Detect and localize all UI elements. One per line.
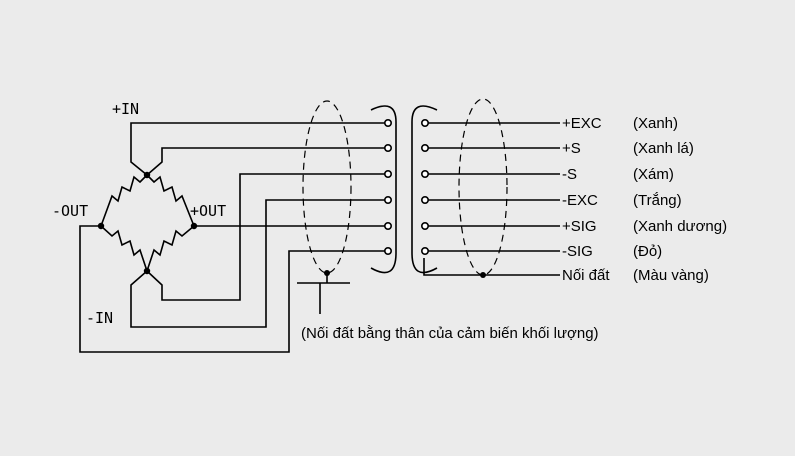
color-label: (Xanh) bbox=[633, 115, 678, 132]
resistor-bottom-right bbox=[146, 225, 195, 272]
left-terminals bbox=[383, 119, 392, 256]
label-plus-in: +IN bbox=[112, 100, 139, 118]
right-shield-node bbox=[480, 272, 486, 278]
pin-label: -EXC bbox=[562, 192, 598, 209]
right-terminals bbox=[420, 119, 429, 256]
output-wiring bbox=[423, 122, 560, 276]
pin-label: Nối đất bbox=[562, 267, 610, 284]
pin-label: -SIG bbox=[562, 243, 593, 260]
left-cable-shield bbox=[302, 100, 352, 274]
color-label: (Xám) bbox=[633, 166, 674, 183]
color-label: (Trắng) bbox=[633, 192, 682, 209]
color-label: (Màu vàng) bbox=[633, 267, 709, 284]
color-label: (Xanh lá) bbox=[633, 140, 694, 157]
pin-label: +S bbox=[562, 140, 581, 157]
connector-left-half bbox=[370, 105, 397, 274]
ground-note: (Nối đất bằng thân của cảm biến khối lượ… bbox=[301, 325, 599, 342]
resistor-top-right bbox=[146, 174, 195, 227]
color-label: (Xanh dương) bbox=[633, 218, 727, 235]
wire-minus-sig bbox=[79, 225, 385, 353]
pin-label: +EXC bbox=[562, 115, 602, 132]
right-cable-shield bbox=[458, 98, 508, 276]
wire-minus-s bbox=[146, 173, 385, 301]
wheatstone-bridge bbox=[97, 171, 198, 275]
color-label: (Đỏ) bbox=[633, 243, 662, 260]
bridge-wiring bbox=[79, 122, 385, 353]
label-minus-in: -IN bbox=[86, 309, 113, 327]
label-plus-out: +OUT bbox=[190, 202, 226, 220]
resistor-bottom-left bbox=[100, 225, 148, 272]
pin-label: +SIG bbox=[562, 218, 597, 235]
label-minus-out: -OUT bbox=[52, 202, 88, 220]
wire-color-labels: (Xanh) (Xanh lá) (Xám) (Trắng) (Xanh dươ… bbox=[633, 115, 727, 284]
wire-plus-exc bbox=[130, 122, 385, 176]
wire-minus-exc bbox=[130, 199, 385, 328]
wire-ground bbox=[423, 258, 560, 276]
resistor-top-left bbox=[100, 174, 148, 227]
pin-label: -S bbox=[562, 166, 577, 183]
ground-symbol bbox=[297, 273, 350, 314]
wire-plus-s bbox=[146, 147, 385, 176]
pin-signal-labels: +EXC +S -S -EXC +SIG -SIG Nối đất bbox=[562, 115, 610, 284]
